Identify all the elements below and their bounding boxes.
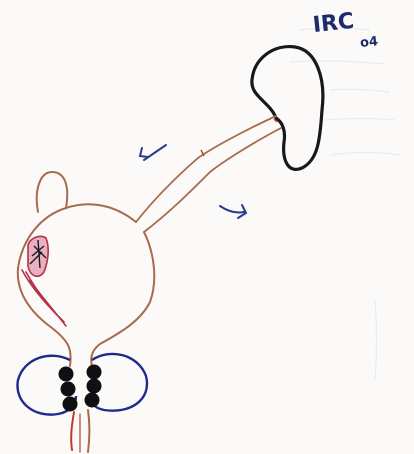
bladder-icon-right-wall [91, 232, 154, 366]
paper-bleed-through [290, 28, 400, 380]
bladder-icon [18, 204, 136, 366]
kidney-icon [252, 47, 323, 170]
annotation-sub: o4 [359, 34, 378, 51]
ureter-marks [201, 119, 277, 156]
annotation-main: IRC [312, 9, 356, 38]
ureter-icon [136, 116, 281, 232]
bladder-lesion-icon [22, 236, 66, 326]
urethra-icon [71, 410, 89, 452]
down-arrow-icon [220, 205, 246, 218]
bladder-dome-icon [37, 172, 67, 212]
pelvic-floor-rings-icon [17, 354, 147, 415]
up-arrow-icon [140, 145, 166, 160]
sphincter-icon [59, 365, 101, 411]
